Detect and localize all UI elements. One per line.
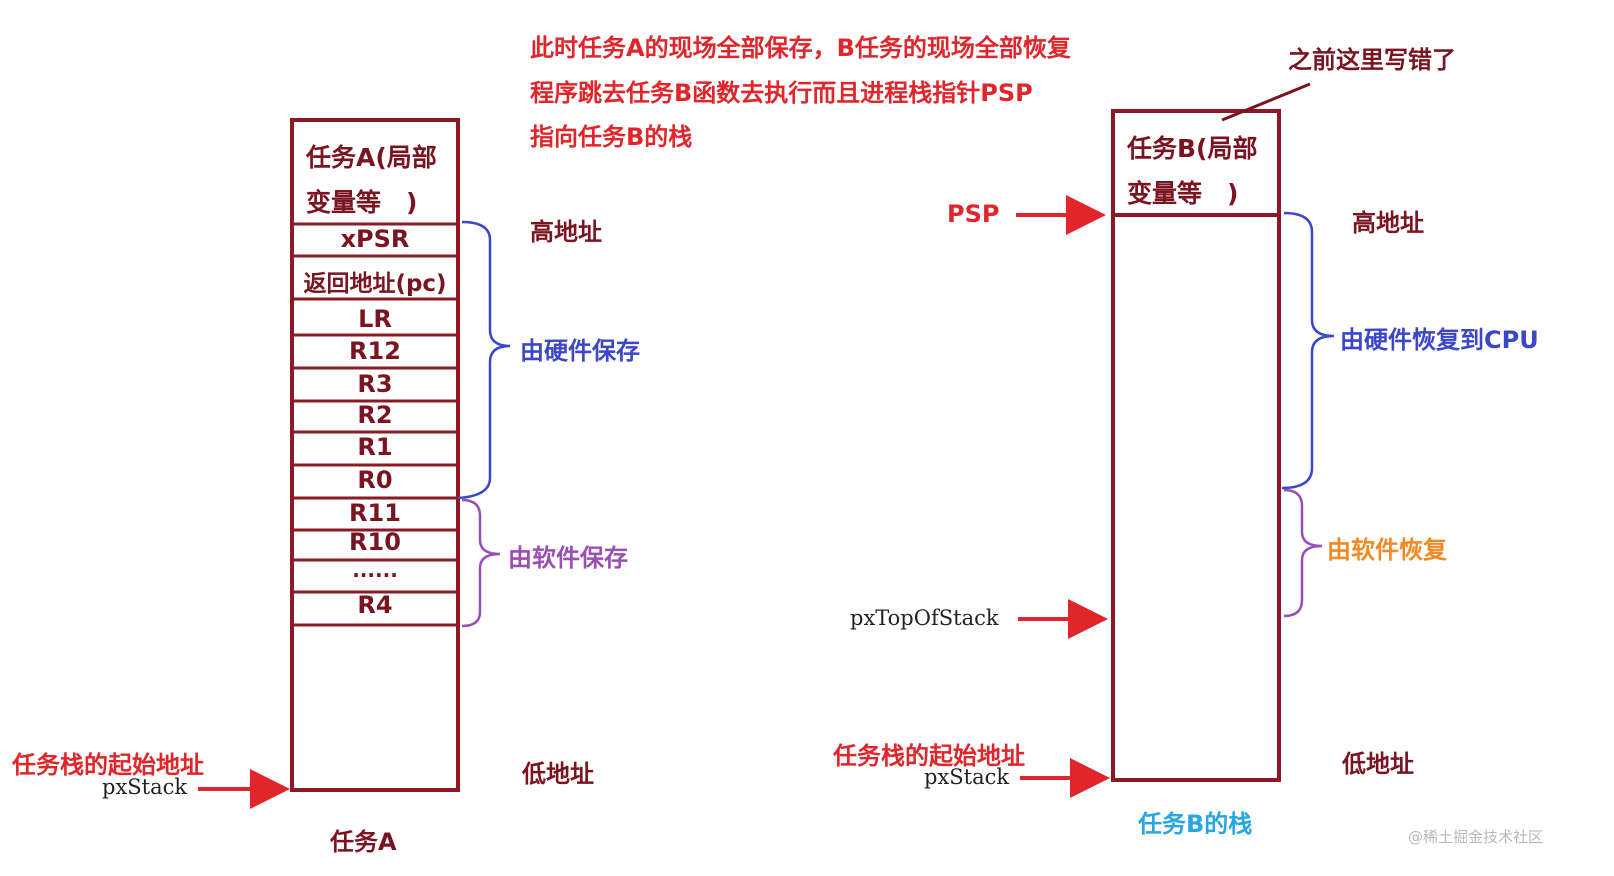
pxtopofstack-label: pxTopOfStack — [850, 606, 999, 630]
stack-cell: R12 — [349, 337, 401, 365]
low-address-label-a: 低地址 — [522, 760, 594, 788]
watermark: @稀土掘金技术社区 — [1408, 828, 1544, 846]
stack-cell: ...... — [352, 558, 398, 582]
stack-cell: R10 — [349, 528, 401, 556]
stack-a-box — [290, 118, 460, 792]
stack-cell: R3 — [357, 370, 393, 398]
sw-saved-label: 由软件保存 — [508, 544, 628, 572]
psp-label: PSP — [947, 200, 1000, 228]
brace-hw-saved — [457, 220, 511, 500]
stack-cell: R1 — [357, 433, 393, 461]
stack-cell: R2 — [357, 401, 393, 429]
hw-saved-label: 由硬件保存 — [520, 337, 640, 365]
stack-b-header-line2: 变量等 ) — [1127, 179, 1239, 208]
stack-b-caption: 任务B的栈 — [1138, 810, 1253, 838]
stack-start-label-a: 任务栈的起始地址 — [12, 751, 204, 779]
stack-cell: LR — [358, 305, 392, 333]
stack-cell: R4 — [357, 591, 393, 619]
stack-b-header-line1: 任务B(局部 — [1127, 134, 1258, 163]
stack-start-label-b: 任务栈的起始地址 — [833, 742, 1025, 770]
stack-a-cells: xPSR 返回地址(pc) LR R12 R3 R2 R1 R0 R11 R10… — [292, 0, 458, 876]
brace-sw-restored — [1283, 488, 1323, 618]
high-address-label-b: 高地址 — [1352, 209, 1424, 237]
stack-cell: xPSR — [340, 225, 410, 253]
stack-cell: R11 — [349, 499, 401, 527]
pxstack-label-a: pxStack — [102, 775, 188, 799]
stack-a-header-line1: 任务A(局部 — [306, 143, 437, 172]
stack-b-box — [1111, 109, 1281, 782]
brace-sw-saved — [461, 498, 501, 628]
top-note-line2: 程序跳去任务B函数去执行而且进程栈指针PSP — [530, 79, 1033, 107]
sw-restored-label: 由软件恢复 — [1327, 536, 1447, 564]
stack-a-dividers — [290, 222, 460, 627]
correction-pointer — [1221, 82, 1311, 122]
stack-a-header-line2: 变量等 ) — [306, 188, 418, 217]
low-address-label-b: 低地址 — [1342, 750, 1414, 778]
correction-note: 之前这里写错了 — [1288, 46, 1456, 74]
top-note-line1: 此时任务A的现场全部保存，B任务的现场全部恢复 — [530, 34, 1071, 62]
brace-hw-restored — [1281, 211, 1335, 490]
stack-a-caption: 任务A — [330, 828, 397, 856]
stack-cell: R0 — [357, 466, 393, 494]
stack-cell: 返回地址(pc) — [303, 271, 447, 297]
high-address-label-a: 高地址 — [530, 218, 602, 246]
hw-restored-label: 由硬件恢复到CPU — [1340, 326, 1539, 354]
pxstack-label-b: pxStack — [924, 765, 1010, 789]
top-note-line3: 指向任务B的栈 — [530, 123, 693, 151]
